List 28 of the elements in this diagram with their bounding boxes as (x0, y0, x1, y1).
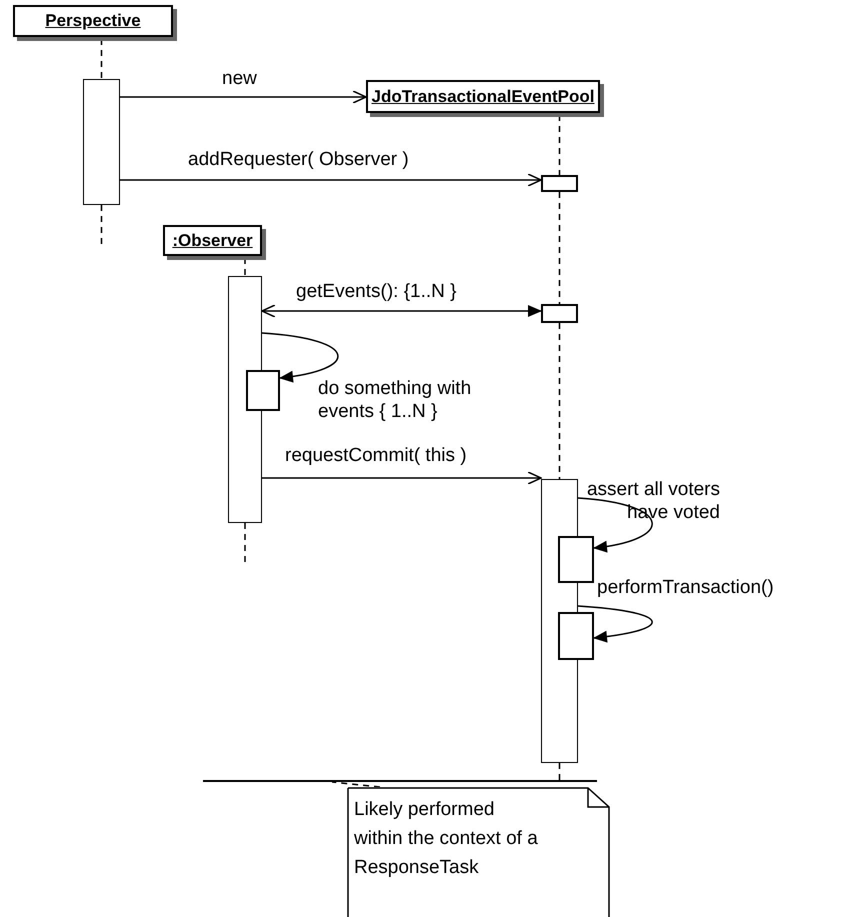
activation-box (558, 536, 594, 583)
edge-label: requestCommit( this ) (285, 444, 467, 467)
activation-box (541, 304, 578, 323)
activation-box (541, 175, 578, 192)
lifeline (558, 192, 560, 304)
edge-label: addRequester( Observer ) (188, 148, 409, 171)
self-message-arrow (262, 332, 338, 382)
message-arrow (261, 304, 542, 318)
edge-label: do something with events { 1..N } (318, 377, 472, 423)
activation-bar (228, 276, 262, 523)
message-arrow (262, 471, 542, 485)
lifeline (558, 323, 560, 479)
self-message-arrow (578, 605, 653, 642)
edge-label: performTransaction() (597, 576, 774, 599)
lifeline (244, 258, 246, 276)
activation-box (558, 612, 594, 660)
separator-line (203, 780, 597, 782)
lifeline (100, 39, 102, 79)
lifeline (244, 523, 246, 565)
edge-label: getEvents(): {1..N } (296, 280, 457, 303)
activation-bar (83, 79, 120, 205)
lifeline (558, 763, 560, 780)
lifeline (558, 115, 560, 175)
activation-box (246, 370, 280, 411)
message-arrow (120, 173, 542, 187)
leader-line (332, 781, 380, 788)
message-arrow (120, 90, 367, 104)
note: Likely performed within the context of a ResponseTask (347, 787, 610, 917)
